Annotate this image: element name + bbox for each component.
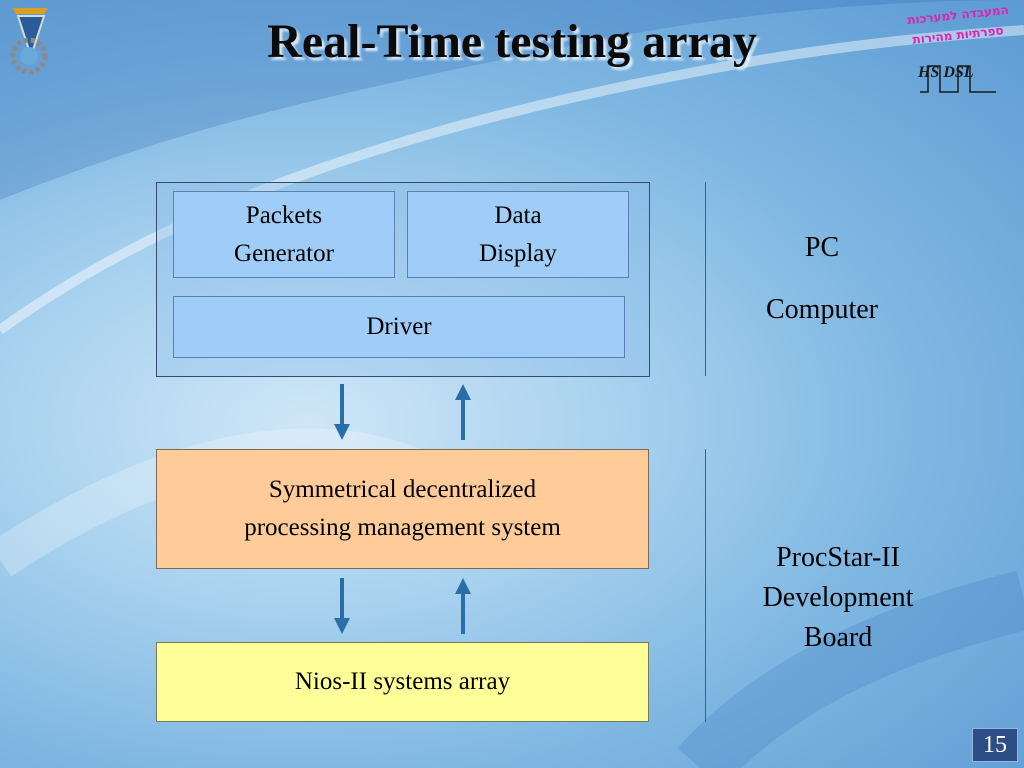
pc-label: PC Computer xyxy=(730,228,914,330)
pc-label-line2: Computer xyxy=(766,294,878,325)
board-label-line1: ProcStar-II xyxy=(776,542,900,573)
pc-label-line1: PC xyxy=(804,232,840,263)
management-system-line2: processing management system xyxy=(244,514,561,541)
logo-lab-name: HS DSL xyxy=(918,64,974,81)
nios-array-box: Nios-II systems array xyxy=(156,642,649,722)
up-arrow-icon xyxy=(455,578,471,634)
page-number: 15 xyxy=(972,728,1018,762)
board-label: ProcStar-II Development Board xyxy=(730,538,946,658)
driver-label: Driver xyxy=(366,313,432,340)
board-label-line3: Board xyxy=(803,622,873,653)
data-display-line1: Data xyxy=(494,201,542,229)
management-system-line1: Symmetrical decentralized xyxy=(268,476,537,503)
hs-dsl-logo: המעבדה למערכות ספרתיות מהירות HS DSL xyxy=(896,3,1020,96)
waveform-icon xyxy=(920,65,996,93)
down-arrow-icon xyxy=(334,384,350,440)
down-arrow-icon xyxy=(334,578,350,634)
driver-box: Driver xyxy=(173,296,625,358)
nios-array-label: Nios-II systems array xyxy=(294,668,511,695)
data-display-line2: Display xyxy=(479,239,557,267)
packets-generator-line2: Generator xyxy=(234,239,334,267)
up-arrow-icon xyxy=(455,384,471,440)
packets-generator-line1: Packets xyxy=(245,201,323,229)
data-display-box: Data Display xyxy=(407,191,629,278)
board-label-line2: Development xyxy=(762,582,914,613)
slide-title: Real-Time testing array xyxy=(267,15,757,68)
technion-logo-icon xyxy=(10,8,48,75)
packets-generator-box: Packets Generator xyxy=(173,191,395,278)
board-divider xyxy=(705,449,706,722)
management-system-box: Symmetrical decentralized processing man… xyxy=(156,449,649,569)
pc-divider xyxy=(705,182,706,376)
